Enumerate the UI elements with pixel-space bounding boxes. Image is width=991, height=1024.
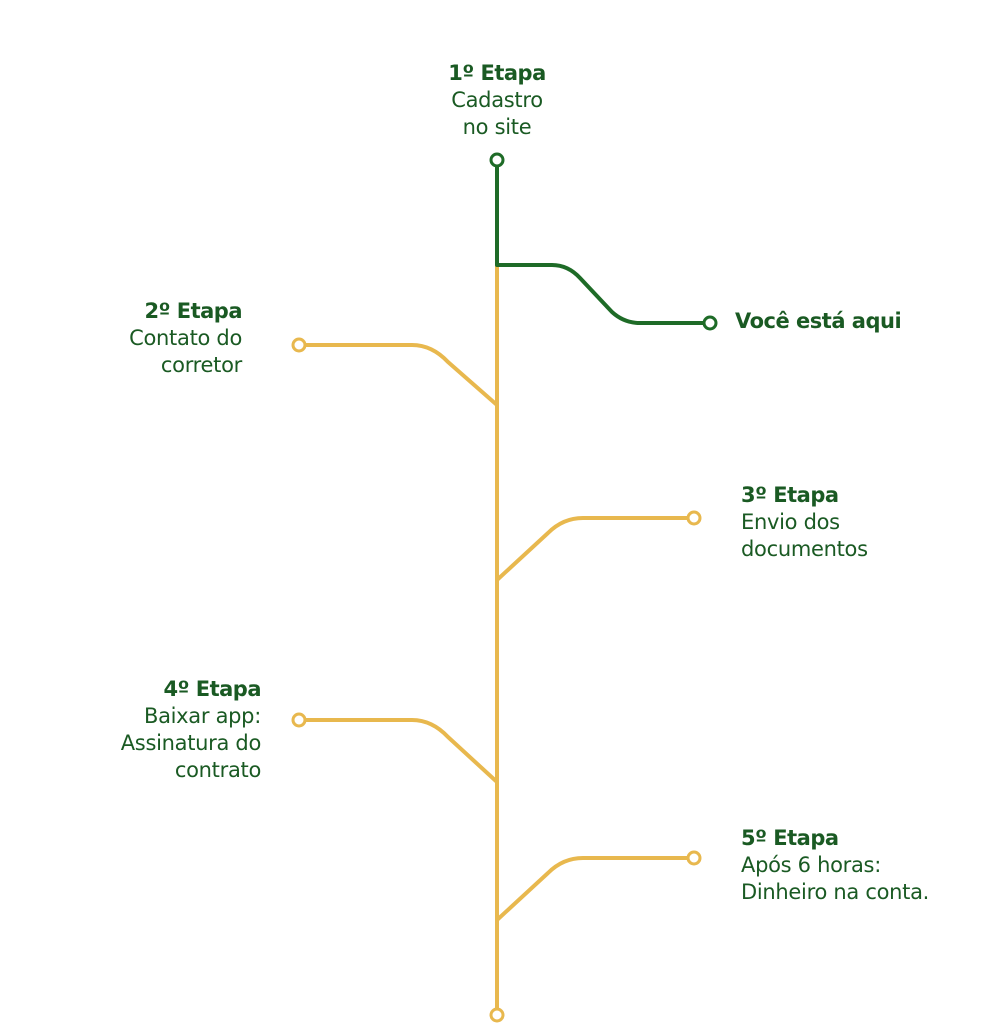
branch-step-5 [495,856,688,922]
step-5-label: 5º Etapa Após 6 horas: Dinheiro na conta… [741,825,986,906]
step-4-line-3: contrato [174,758,261,782]
step-3-line-1: Envio dos [741,510,840,534]
step-1-line-1: Cadastro [451,88,543,112]
step-2-line-2: corretor [160,353,242,377]
node-current [702,315,718,331]
step-1-line-2: no site [462,115,532,139]
step-5-title: 5º Etapa [741,826,839,850]
step-1-title: 1º Etapa [448,61,546,85]
node-step-2 [291,337,307,353]
node-step-1 [489,152,505,168]
step-3-title: 3º Etapa [741,483,839,507]
active-path [495,165,704,325]
step-5-line-2: Dinheiro na conta. [741,880,930,904]
step-4-line-2: Assinatura do [120,731,262,755]
step-1-label: 1º Etapa Cadastro no site [397,60,597,141]
node-step-5 [686,850,702,866]
step-4-line-1: Baixar app: [143,704,261,728]
node-step-4 [291,712,307,728]
step-5-line-1: Após 6 horas: [741,853,881,877]
step-3-line-2: documentos [741,537,868,561]
branch-step-4 [305,718,499,784]
step-3-label: 3º Etapa Envio dos documentos [741,482,981,563]
step-2-label: 2º Etapa Contato do corretor [40,298,242,379]
step-2-title: 2º Etapa [144,299,242,323]
step-4-title: 4º Etapa [163,677,261,701]
node-end [489,1007,505,1023]
step-2-line-1: Contato do [129,326,242,350]
step-4-label: 4º Etapa Baixar app: Assinatura do contr… [20,676,262,784]
current-position-label: Você está aqui [735,309,902,333]
branch-step-2 [305,343,499,407]
node-step-3 [686,510,702,526]
branch-step-3 [495,516,688,582]
